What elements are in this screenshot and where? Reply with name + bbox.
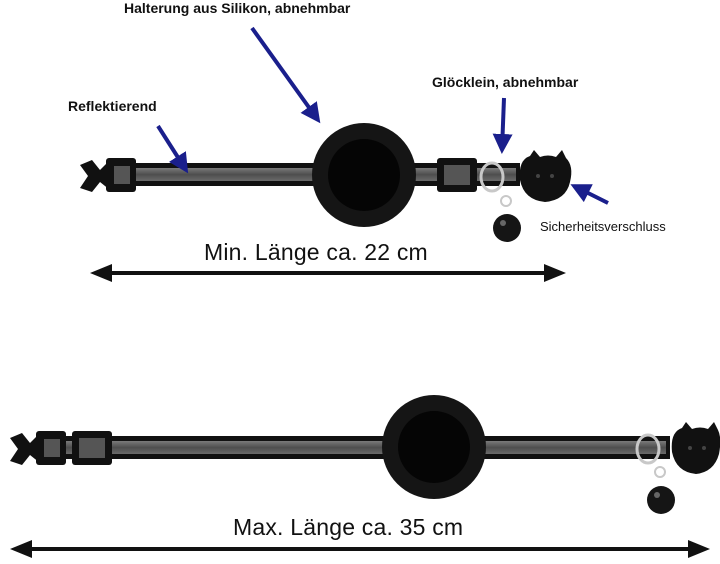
collar-max: [10, 395, 720, 514]
airtag-holder-icon: [382, 395, 486, 499]
min-length-arrow: [90, 264, 566, 282]
arrow-safety-clasp: [570, 184, 609, 205]
bell-icon: [635, 433, 675, 514]
arrow-reflective: [156, 124, 189, 174]
slide-adjuster: [437, 158, 477, 192]
buckle-icon: [80, 158, 136, 192]
collar-min: [80, 123, 572, 242]
airtag-holder-icon: [312, 123, 416, 227]
slide-adjuster: [72, 431, 112, 465]
bell-icon: [479, 161, 521, 242]
label-safety-clasp: Sicherheitsverschluss: [540, 219, 666, 234]
label-min-length: Min. Länge ca. 22 cm: [204, 239, 428, 265]
cat-head-clasp-icon: [671, 422, 720, 474]
label-holder: Halterung aus Silikon, abnehmbar: [124, 0, 351, 16]
label-reflective: Reflektierend: [68, 98, 157, 114]
cat-head-clasp-icon: [519, 150, 572, 202]
label-max-length: Max. Länge ca. 35 cm: [233, 514, 464, 540]
arrow-bell: [492, 97, 513, 154]
label-bell: Glöcklein, abnehmbar: [432, 74, 579, 90]
buckle-icon: [10, 431, 66, 465]
max-length-arrow: [10, 540, 710, 558]
arrow-holder: [250, 26, 321, 124]
